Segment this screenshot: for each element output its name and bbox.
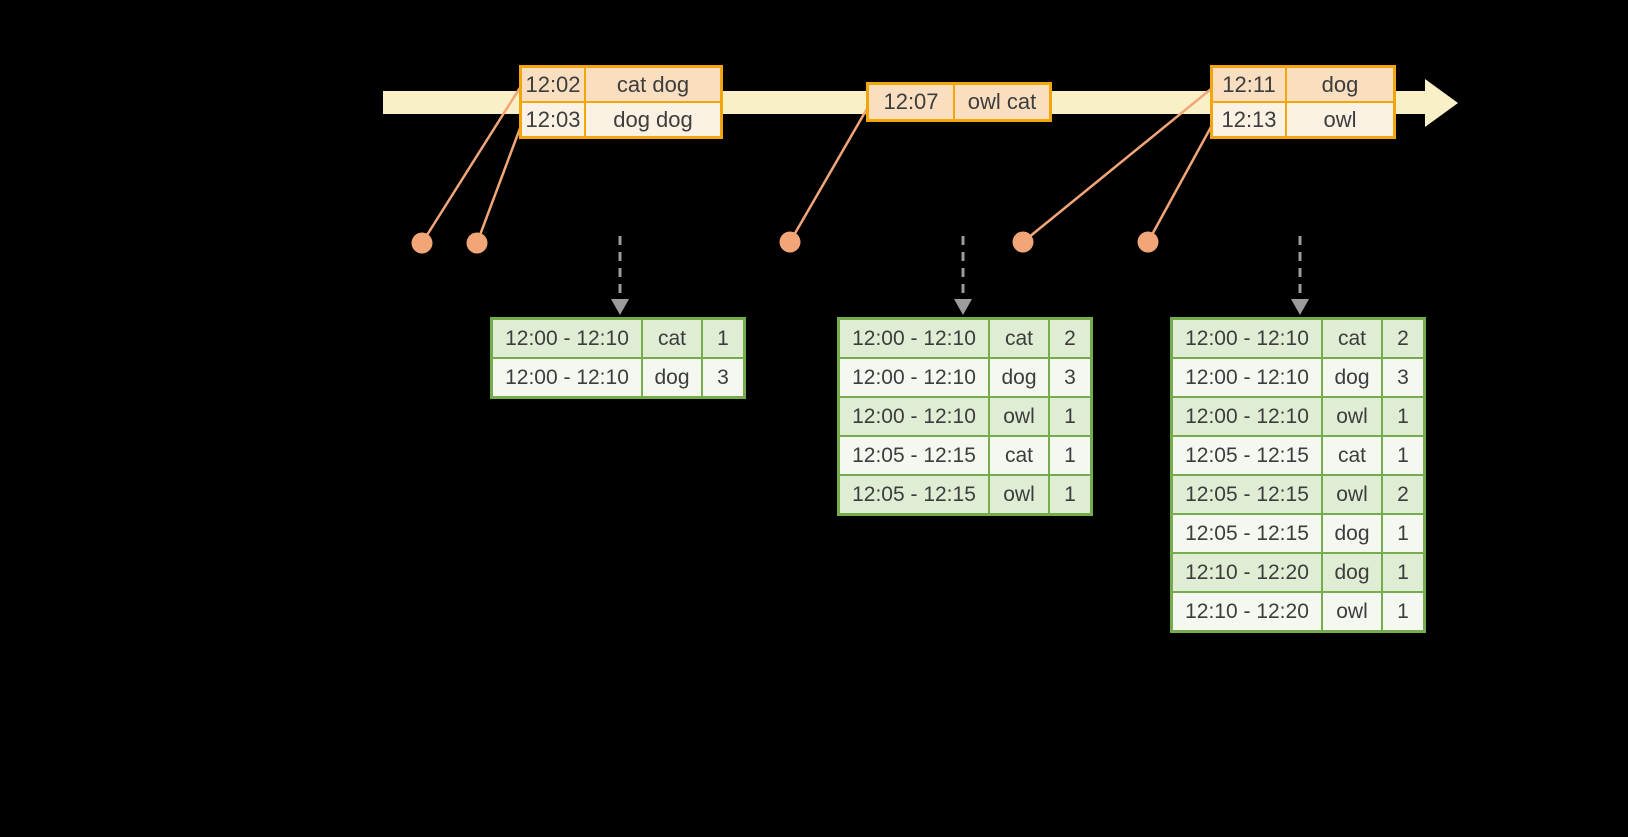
event-words-cell: owl cat xyxy=(955,85,1049,119)
word-cell: dog xyxy=(990,359,1048,396)
count-cell: 3 xyxy=(703,359,743,396)
word-cell: dog xyxy=(1323,515,1381,552)
count-cell: 1 xyxy=(1383,593,1423,630)
event-table-1: 12:02 cat dog 12:03 dog dog xyxy=(519,65,723,139)
count-cell: 1 xyxy=(1050,398,1090,435)
event-words-cell: owl xyxy=(1287,103,1393,136)
window-cell: 12:00 - 12:10 xyxy=(840,398,988,435)
word-cell: cat xyxy=(1323,320,1381,357)
event-dot xyxy=(1137,231,1159,253)
window-cell: 12:00 - 12:10 xyxy=(840,359,988,396)
word-cell: dog xyxy=(643,359,701,396)
trigger-arrowhead-icon xyxy=(1291,299,1309,315)
count-cell: 1 xyxy=(1383,515,1423,552)
window-cell: 12:05 - 12:15 xyxy=(1173,437,1321,474)
result-table-2: 12:00 - 12:10 cat 2 12:00 - 12:10 dog 3 … xyxy=(837,317,1093,516)
trigger-arrows xyxy=(611,236,1309,315)
count-cell: 3 xyxy=(1050,359,1090,396)
window-cell: 12:00 - 12:10 xyxy=(840,320,988,357)
event-table-3: 12:11 dog 12:13 owl xyxy=(1210,65,1396,139)
word-cell: owl xyxy=(1323,593,1381,630)
event-time-cell: 12:07 xyxy=(869,85,953,119)
event-dots xyxy=(411,231,1159,254)
word-cell: owl xyxy=(1323,476,1381,513)
word-cell: cat xyxy=(990,437,1048,474)
count-cell: 3 xyxy=(1383,359,1423,396)
event-time-cell: 12:11 xyxy=(1213,68,1285,101)
count-cell: 1 xyxy=(1050,437,1090,474)
timeline-arrowhead-icon xyxy=(1425,79,1458,127)
word-cell: cat xyxy=(990,320,1048,357)
window-cell: 12:05 - 12:15 xyxy=(840,437,988,474)
word-cell: owl xyxy=(1323,398,1381,435)
connector-line xyxy=(420,85,523,244)
window-cell: 12:10 - 12:20 xyxy=(1173,593,1321,630)
window-cell: 12:05 - 12:15 xyxy=(840,476,988,513)
event-words-cell: dog dog xyxy=(586,103,720,136)
trigger-arrowhead-icon xyxy=(954,299,972,315)
word-cell: owl xyxy=(990,476,1048,513)
window-cell: 12:00 - 12:10 xyxy=(493,359,641,396)
connector-line xyxy=(788,106,870,243)
event-dot xyxy=(1012,231,1034,253)
connector-line xyxy=(1022,88,1212,243)
window-cell: 12:10 - 12:20 xyxy=(1173,554,1321,591)
window-cell: 12:00 - 12:10 xyxy=(1173,359,1321,396)
window-cell: 12:05 - 12:15 xyxy=(1173,515,1321,552)
window-cell: 12:05 - 12:15 xyxy=(1173,476,1321,513)
event-dot xyxy=(779,231,801,253)
connector-line xyxy=(475,122,524,244)
word-cell: cat xyxy=(1323,437,1381,474)
event-time-cell: 12:03 xyxy=(522,103,584,136)
count-cell: 1 xyxy=(703,320,743,357)
event-time-cell: 12:02 xyxy=(522,68,584,101)
word-cell: dog xyxy=(1323,359,1381,396)
count-cell: 2 xyxy=(1383,476,1423,513)
event-table-2: 12:07 owl cat xyxy=(866,82,1052,122)
event-words-cell: cat dog xyxy=(586,68,720,101)
count-cell: 2 xyxy=(1383,320,1423,357)
connector-lines xyxy=(420,85,1213,244)
event-time-cell: 12:13 xyxy=(1213,103,1285,136)
window-cell: 12:00 - 12:10 xyxy=(1173,320,1321,357)
event-dot xyxy=(466,232,488,254)
result-table-3: 12:00 - 12:10 cat 2 12:00 - 12:10 dog 3 … xyxy=(1170,317,1426,633)
connector-line xyxy=(1146,126,1213,243)
trigger-arrowhead-icon xyxy=(611,299,629,315)
word-cell: owl xyxy=(990,398,1048,435)
count-cell: 2 xyxy=(1050,320,1090,357)
count-cell: 1 xyxy=(1383,398,1423,435)
event-words-cell: dog xyxy=(1287,68,1393,101)
word-cell: dog xyxy=(1323,554,1381,591)
word-cell: cat xyxy=(643,320,701,357)
count-cell: 1 xyxy=(1383,554,1423,591)
window-cell: 12:00 - 12:10 xyxy=(1173,398,1321,435)
event-dot xyxy=(411,232,433,254)
result-table-1: 12:00 - 12:10 cat 1 12:00 - 12:10 dog 3 xyxy=(490,317,746,399)
count-cell: 1 xyxy=(1383,437,1423,474)
count-cell: 1 xyxy=(1050,476,1090,513)
window-cell: 12:00 - 12:10 xyxy=(493,320,641,357)
